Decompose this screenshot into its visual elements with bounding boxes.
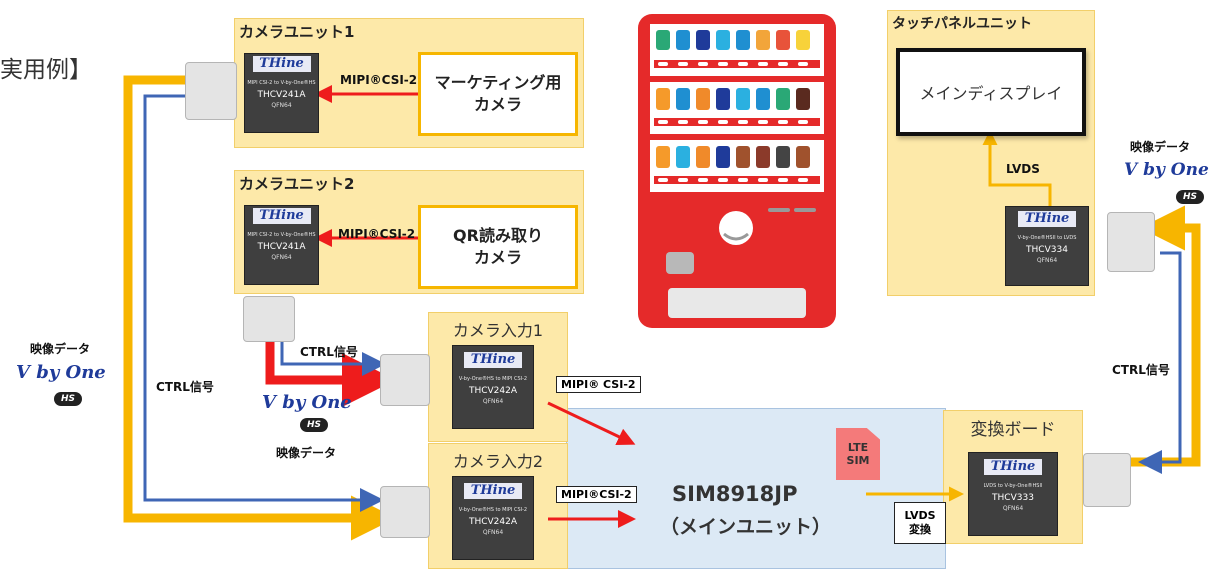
ctrl-signal-label-mid: CTRL信号 <box>300 345 358 359</box>
camera-unit-2-title: カメラユニット2 <box>239 175 355 193</box>
chip-thcv241a-1: THine MIPI CSI-2 to V-by-One®HS THCV241A… <box>244 53 319 133</box>
thine-logo: THine <box>1018 211 1076 227</box>
connector-tp <box>1107 212 1155 272</box>
chip-part-number: THCV333 <box>992 493 1034 503</box>
chip-part-number: THCV242A <box>468 517 518 527</box>
vbyone-logo-text: V by One <box>1124 160 1209 180</box>
camera-input-2-title: カメラ入力2 <box>452 452 544 471</box>
vbyone-logo-mid: V by One HS <box>262 392 366 438</box>
chip-package: QFN64 <box>482 398 504 405</box>
conversion-label: 変換 <box>909 523 931 536</box>
camera-unit-1-title: カメラユニット1 <box>239 23 355 41</box>
connector-cu1 <box>185 62 237 120</box>
connector-cu2 <box>243 296 295 342</box>
chip-package: QFN64 <box>1036 257 1058 264</box>
mipi-label-ci1: MIPI® CSI-2 <box>556 376 641 393</box>
ctrl-line-right <box>1138 251 1182 474</box>
chip-description: MIPI CSI-2 to V-by-One®HS <box>247 80 316 86</box>
hs-badge: HS <box>54 392 82 406</box>
video-data-label-left: 映像データ <box>30 342 91 356</box>
connector-ci1 <box>380 354 430 406</box>
chip-thcv334: THine V-by-One®HSII to LVDS THCV334 QFN6… <box>1005 206 1089 286</box>
qr-camera-line-1: QR読み取り <box>453 226 543 245</box>
ctrl-signal-label-left: CTRL信号 <box>156 380 214 394</box>
chip-description: LVDS to V-by-One®HSII <box>983 483 1043 489</box>
chip-package: QFN64 <box>482 529 504 536</box>
thine-logo: THine <box>252 208 311 224</box>
chip-thcv241a-2: THine MIPI CSI-2 to V-by-One®HS THCV241A… <box>244 205 319 285</box>
marketing-camera-line-2: カメラ <box>473 95 522 114</box>
thine-logo: THine <box>464 483 522 499</box>
video-data-line-left <box>123 75 396 541</box>
chip-description: V-by-One®HSII to LVDS <box>1017 235 1077 241</box>
video-data-label-mid: 映像データ <box>276 446 337 460</box>
mipi-label-cu2: MIPI®CSI-2 <box>338 227 416 241</box>
chip-thcv333: THine LVDS to V-by-One®HSII THCV333 QFN6… <box>968 452 1058 536</box>
ctrl-line-cu2 <box>280 340 386 376</box>
lvds-label: LVDS <box>904 509 936 522</box>
chip-part-number: THCV241A <box>257 242 306 252</box>
chip-package: QFN64 <box>271 102 292 109</box>
vbyone-logo-right: V by One HS <box>1124 160 1220 212</box>
touch-panel-unit-title: タッチパネルユニット <box>892 16 1032 32</box>
chip-description: V-by-One®HS to MIPI CSI-2 <box>458 507 528 513</box>
qr-camera: QR読み取り カメラ <box>418 205 578 289</box>
chip-package: QFN64 <box>271 254 292 261</box>
hs-badge: HS <box>300 418 328 432</box>
lvds-conversion-label: LVDS 変換 <box>894 502 946 544</box>
ctrl-signal-label-right: CTRL信号 <box>1112 363 1170 377</box>
chip-part-number: THCV242A <box>468 386 518 396</box>
sim-label: SIM <box>846 454 870 467</box>
vbyone-logo-text: V by One <box>16 362 106 383</box>
lte-sim-card: LTE SIM <box>836 428 880 480</box>
camera-input-1-title: カメラ入力1 <box>452 321 544 340</box>
chip-package: QFN64 <box>1002 505 1024 512</box>
thine-logo: THine <box>464 352 522 368</box>
lvds-arrow-display <box>982 130 1052 210</box>
vending-machine-illustration <box>638 14 836 328</box>
thine-logo: THine <box>252 56 311 72</box>
conversion-board-title: 変換ボード <box>970 420 1056 440</box>
chip-thcv242a-1: THine V-by-One®HS to MIPI CSI-2 THCV242A… <box>452 345 534 429</box>
lte-label: LTE <box>847 441 869 454</box>
vbyone-logo-left: V by One HS <box>16 362 120 416</box>
connector-ci2 <box>380 486 430 538</box>
chip-description: MIPI CSI-2 to V-by-One®HS <box>247 232 316 238</box>
video-data-line-cu2 <box>265 340 396 407</box>
video-data-label-right: 映像データ <box>1130 140 1191 154</box>
connector-cb <box>1083 453 1131 507</box>
hs-badge: HS <box>1176 190 1204 204</box>
thine-logo: THine <box>984 459 1042 475</box>
mipi-label-ci2: MIPI®CSI-2 <box>556 486 637 503</box>
main-unit-name: SIM8918JP <box>672 482 798 506</box>
chip-part-number: THCV241A <box>257 90 306 100</box>
lvds-label-touch-panel: LVDS <box>1006 162 1040 176</box>
main-display: メインディスプレイ <box>896 48 1086 136</box>
page-title-partial: 実用例】 <box>0 57 92 83</box>
chip-thcv242a-2: THine V-by-One®HS to MIPI CSI-2 THCV242A… <box>452 476 534 560</box>
vbyone-logo-text: V by One <box>262 392 352 413</box>
main-display-label: メインディスプレイ <box>919 84 1063 103</box>
chip-description: V-by-One®HS to MIPI CSI-2 <box>458 376 528 382</box>
marketing-camera: マーケティング用 カメラ <box>418 52 578 136</box>
main-unit-subtitle: （メインユニット） <box>660 516 832 538</box>
marketing-camera-line-1: マーケティング用 <box>434 73 562 92</box>
mipi-label-cu1: MIPI®CSI-2 <box>340 73 418 87</box>
mipi-arrow-3 <box>547 401 636 445</box>
chip-part-number: THCV334 <box>1026 245 1068 255</box>
qr-camera-line-2: カメラ <box>473 248 522 267</box>
